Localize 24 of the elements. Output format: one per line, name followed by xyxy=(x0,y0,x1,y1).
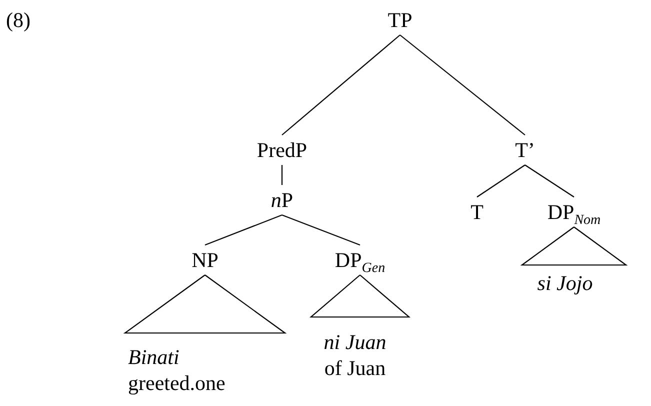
tree-branch xyxy=(281,165,283,185)
example-number: (8) xyxy=(6,7,30,33)
tree-node-label: DP$_{Nom}$ xyxy=(547,199,601,225)
tree-node-label: DP$_{Gen}$ xyxy=(334,247,386,273)
word-form: Binati xyxy=(128,344,180,370)
tree-node-label: PredP xyxy=(256,137,308,163)
triangle-branch xyxy=(123,274,287,334)
word-form: ni Juan xyxy=(324,329,386,355)
tree-node-label: T xyxy=(470,199,484,225)
tree-node-label: TP xyxy=(388,7,412,33)
tree-branch xyxy=(282,34,400,136)
triangle-branch xyxy=(310,274,410,318)
gloss-text: of Juan xyxy=(324,355,386,381)
gloss-text: greeted.one xyxy=(128,370,226,396)
tree-node-label: nP xyxy=(270,187,294,213)
tree-branch xyxy=(400,34,526,136)
tree-node-label: si Jojo xyxy=(537,270,593,296)
tree-node-label: NP xyxy=(192,247,218,273)
tree-branch xyxy=(476,164,526,198)
triangle-branch xyxy=(520,226,628,266)
tree-branch xyxy=(524,164,574,198)
tree-branch xyxy=(204,214,282,246)
tree-branch xyxy=(282,214,360,246)
tree-node-label: T’ xyxy=(515,137,535,163)
